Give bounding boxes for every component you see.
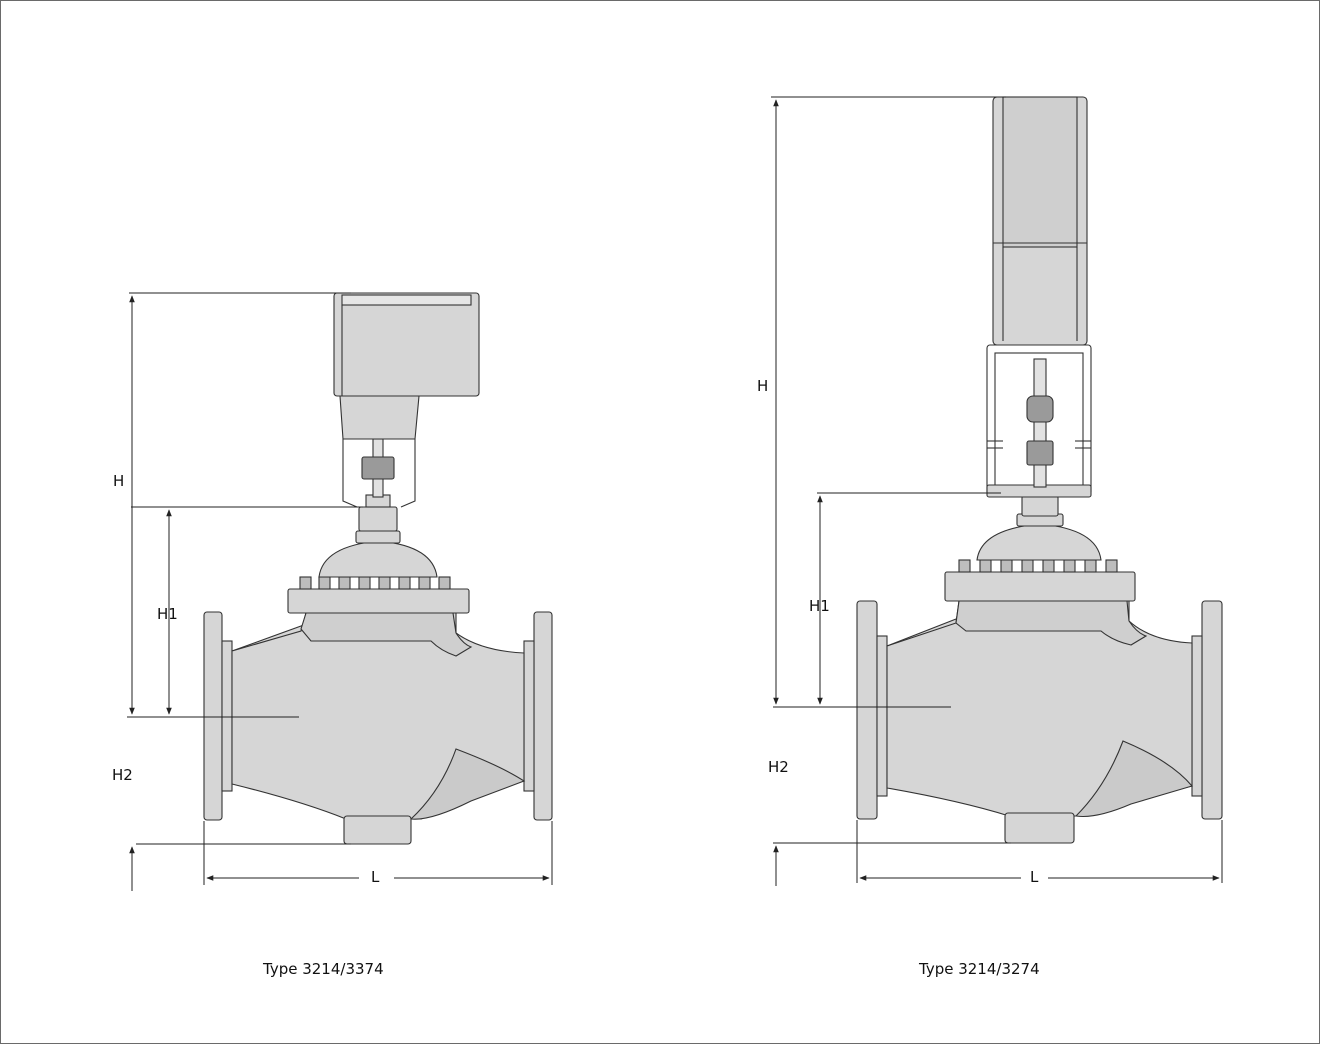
dim-label-h1-left: H1	[157, 605, 178, 623]
dim-label-h2-right: H2	[768, 758, 789, 776]
dimensions-left	[127, 292, 553, 891]
caption-left: Type 3214/3374	[263, 960, 384, 978]
caption-right: Type 3214/3274	[919, 960, 1040, 978]
valve-right	[856, 96, 1223, 844]
dim-label-h1-right: H1	[809, 597, 830, 615]
dim-label-l-right: L	[1030, 868, 1039, 886]
dim-label-h-right: H	[757, 377, 769, 395]
dim-label-h-left: H	[113, 472, 125, 490]
valve-left	[203, 292, 553, 845]
dimensions-right	[771, 96, 1223, 886]
dim-label-h2-left: H2	[112, 766, 133, 784]
dim-label-l-left: L	[371, 868, 380, 886]
